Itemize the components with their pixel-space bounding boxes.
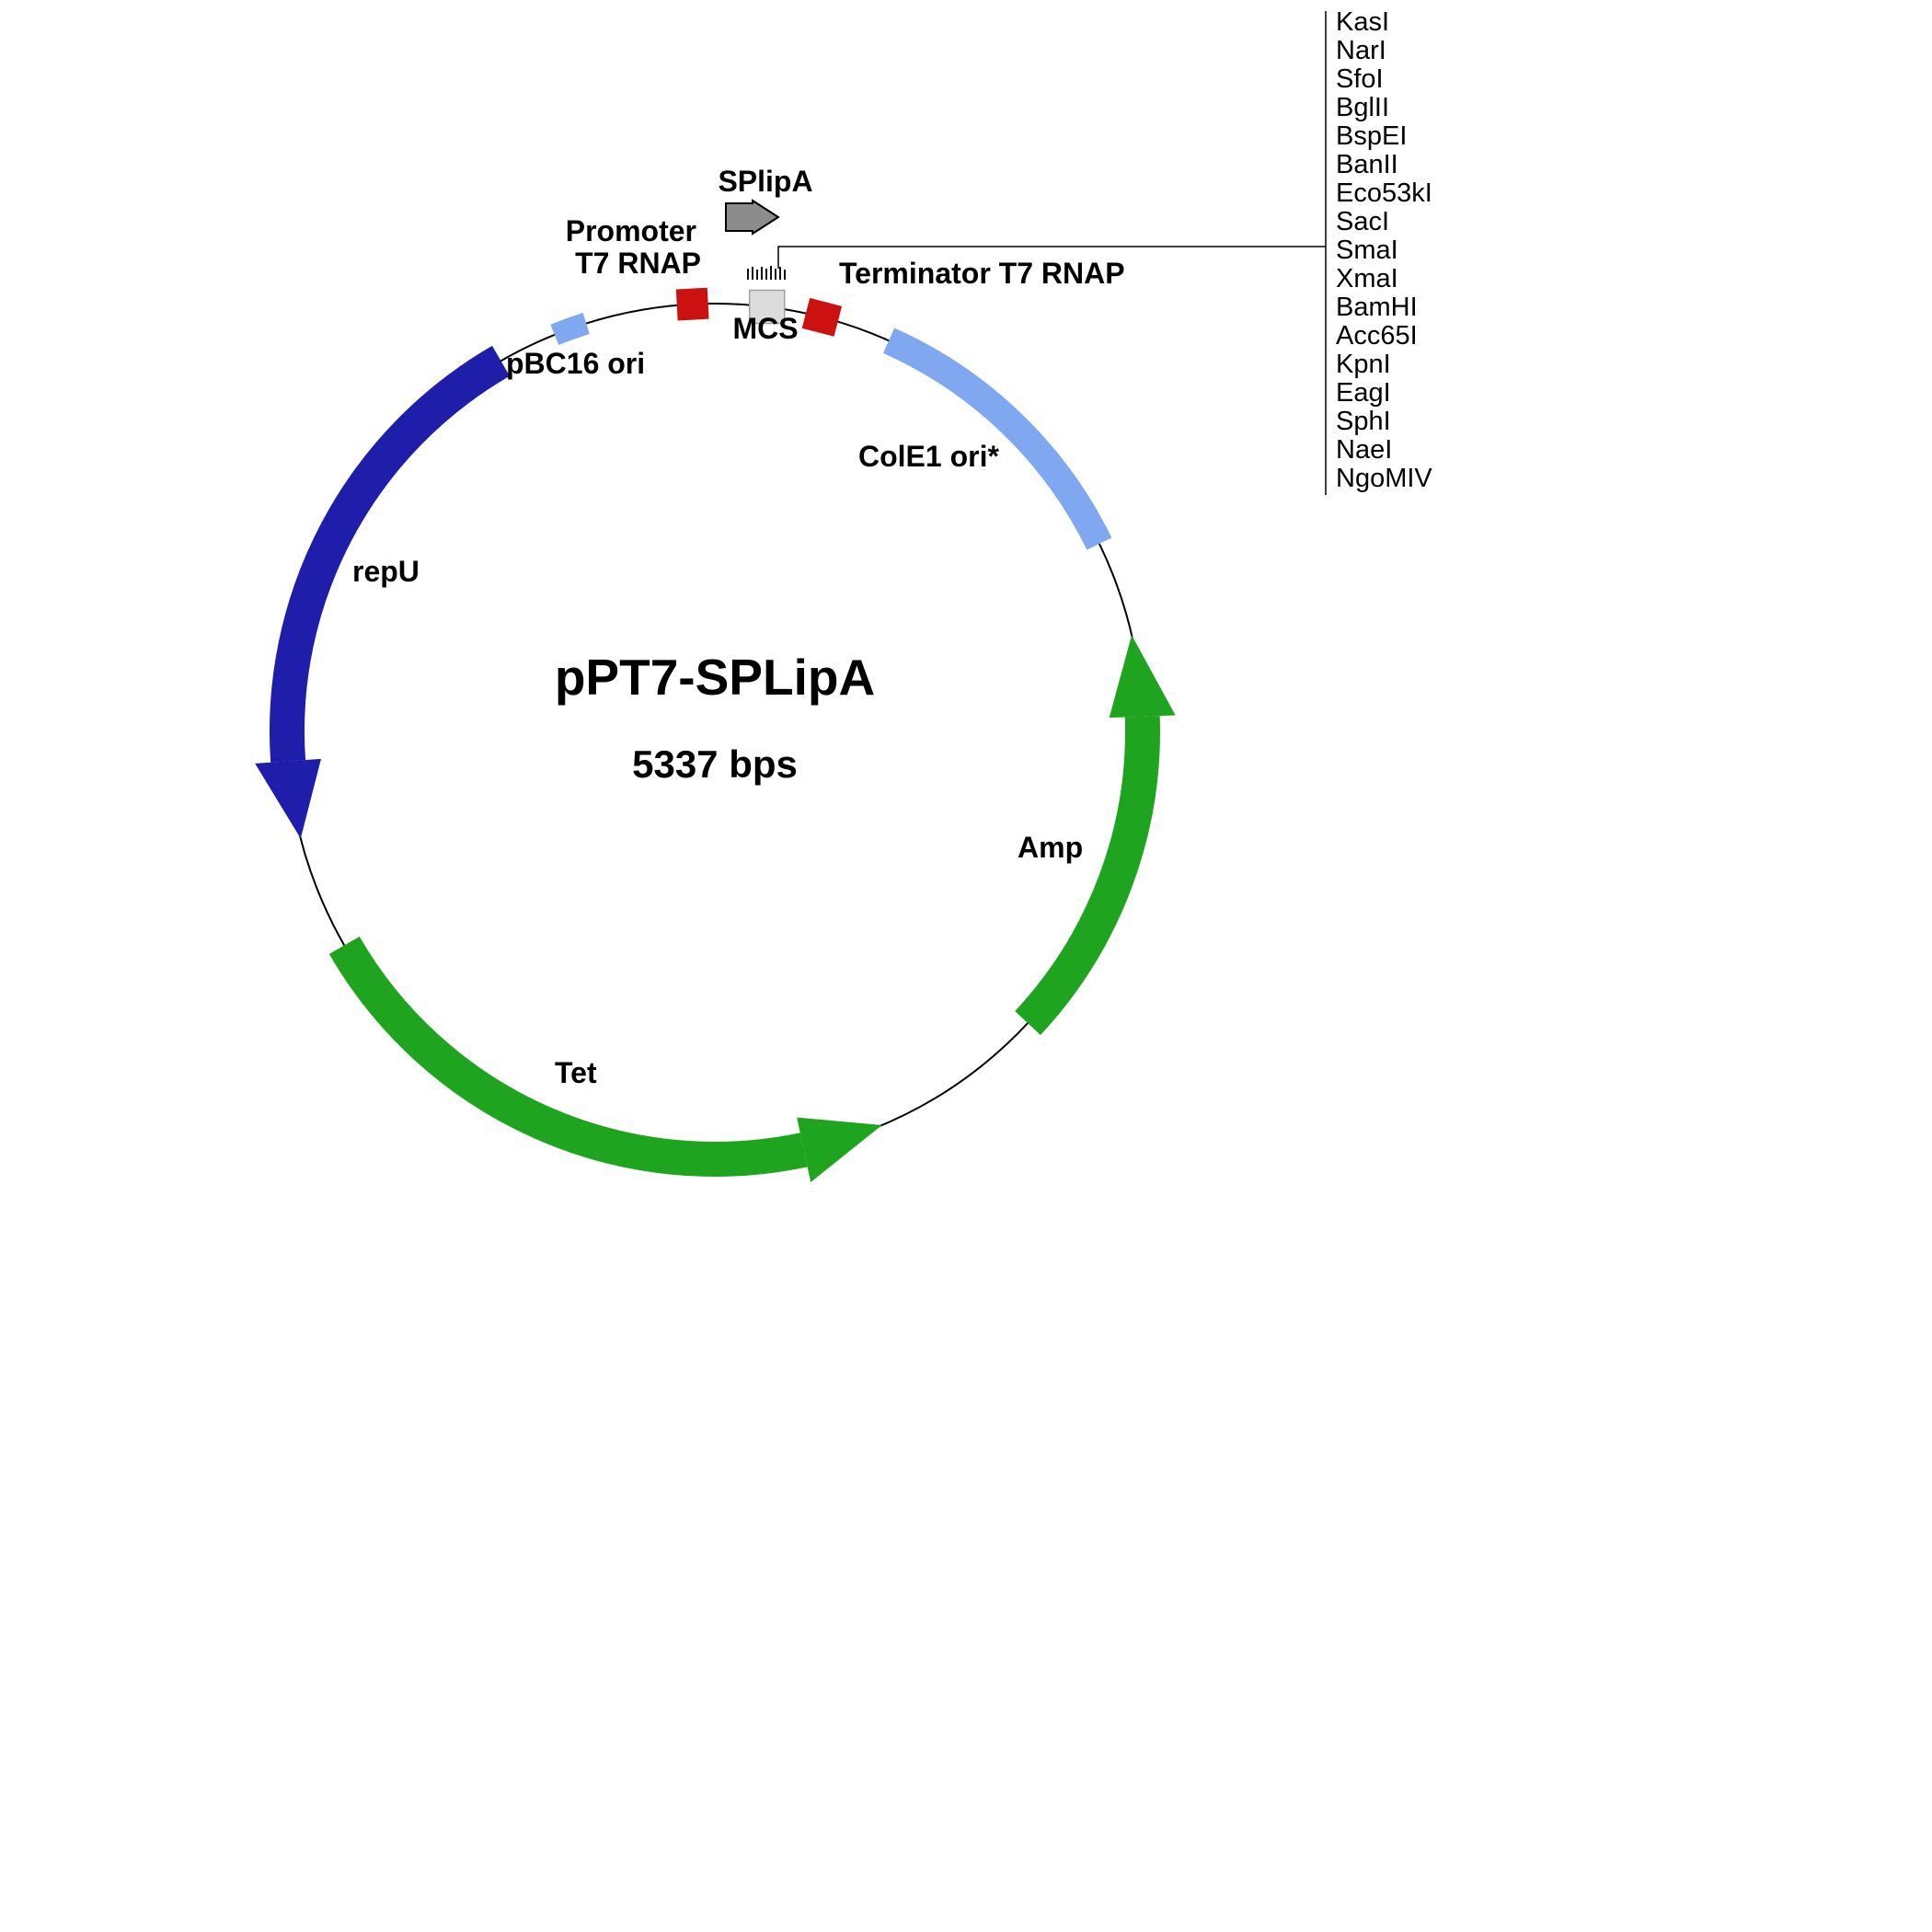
promoter-label-line1: Promoter bbox=[566, 214, 696, 247]
restriction-site-label: NgoMIV bbox=[1336, 464, 1432, 493]
restriction-site-label: BamHI bbox=[1336, 293, 1418, 322]
promoter-label-line2: T7 RNAP bbox=[575, 247, 701, 280]
promoter-t7-feature-box bbox=[675, 287, 709, 321]
restriction-site-label: XmaI bbox=[1336, 264, 1398, 293]
pbc16-ori-label: pBC16 ori bbox=[506, 347, 645, 380]
restriction-site-label: SacI bbox=[1336, 207, 1389, 236]
repu-label: repU bbox=[352, 555, 420, 588]
mcs-feature-box bbox=[748, 289, 786, 325]
tet-feature-arc bbox=[328, 936, 808, 1177]
tet-arrow-head bbox=[797, 1117, 882, 1182]
restriction-site-label: KpnI bbox=[1336, 350, 1391, 379]
pbc16-ori-feature-tick bbox=[550, 313, 590, 346]
cole1-ori-label: ColE1 ori* bbox=[858, 440, 999, 473]
terminator-label: Terminator T7 RNAP bbox=[839, 257, 1125, 290]
terminator-t7-feature-box bbox=[801, 297, 843, 337]
plasmid-title: pPT7-SPLipA bbox=[555, 649, 875, 706]
restriction-site-label: SphI bbox=[1336, 407, 1391, 436]
mcs-site-ticks bbox=[747, 266, 786, 280]
amp-feature-arc bbox=[1015, 716, 1160, 1036]
restriction-site-label: BspEI bbox=[1336, 121, 1407, 151]
restriction-site-list: KasI NarI SfoI BglII BspEI BanII Eco53kI… bbox=[1336, 7, 1432, 493]
restriction-site-label: KasI bbox=[1336, 7, 1389, 37]
restriction-site-label: SfoI bbox=[1336, 64, 1384, 94]
repu-feature-arc bbox=[269, 345, 511, 763]
restriction-site-label: SmaI bbox=[1336, 236, 1398, 265]
restriction-site-label: NaeI bbox=[1336, 435, 1392, 465]
restriction-site-label: Acc65I bbox=[1336, 321, 1418, 351]
splipa-gene-arrow-icon bbox=[725, 199, 780, 236]
restriction-site-label: EagI bbox=[1336, 378, 1391, 408]
repu-arrow-head bbox=[255, 758, 321, 839]
restriction-site-label: BanII bbox=[1336, 150, 1398, 179]
amp-label: Amp bbox=[1018, 831, 1083, 864]
restriction-site-label: BglII bbox=[1336, 93, 1389, 122]
amp-arrow-head bbox=[1109, 635, 1176, 719]
plasmid-size-label: 5337 bps bbox=[632, 742, 798, 786]
cole1-ori-feature-arc bbox=[882, 328, 1112, 550]
restriction-site-label: NarI bbox=[1336, 36, 1386, 65]
mcs-label: MCS bbox=[732, 312, 798, 345]
splipa-label: SPlipA bbox=[718, 165, 812, 198]
restriction-site-label: Eco53kI bbox=[1336, 178, 1432, 208]
tet-label: Tet bbox=[555, 1056, 597, 1089]
mcs-connector-line bbox=[777, 246, 1326, 269]
